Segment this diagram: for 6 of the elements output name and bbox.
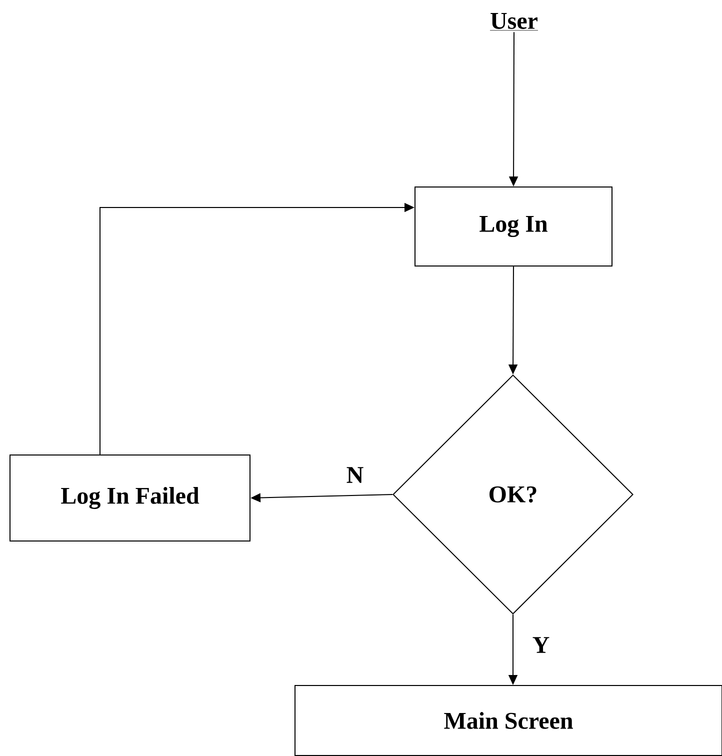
process-box: Log In Failed bbox=[10, 454, 250, 542]
edge-label: Y bbox=[531, 636, 551, 654]
edge-label: N bbox=[345, 466, 365, 484]
process-box: Log In bbox=[414, 186, 612, 266]
start-label: User bbox=[490, 13, 538, 31]
process-box: Main Screen bbox=[294, 685, 722, 756]
